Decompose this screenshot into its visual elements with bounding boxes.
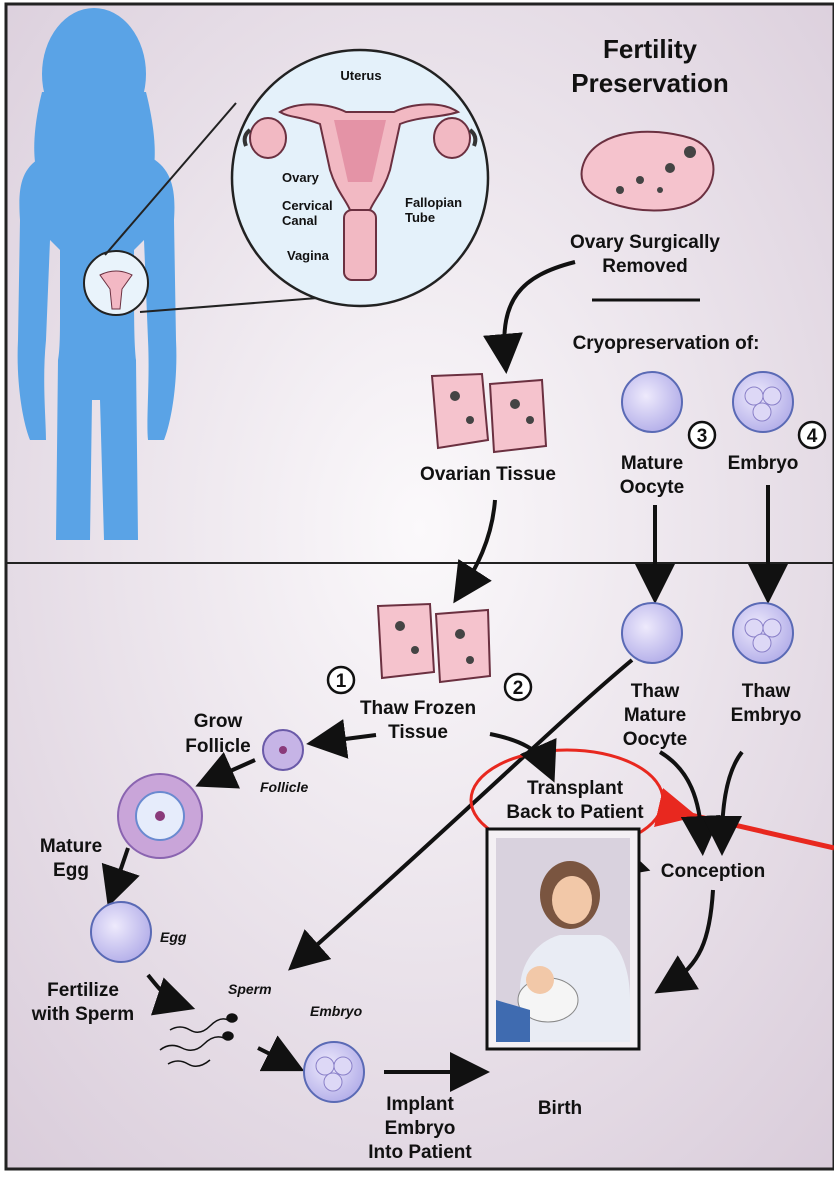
ovary-icon bbox=[582, 132, 714, 211]
implant-3: Into Patient bbox=[368, 1142, 472, 1163]
label-vagina: Vagina bbox=[287, 248, 330, 263]
thaw-embryo-2: Embryo bbox=[731, 705, 802, 726]
label-fallopian-1: Fallopian bbox=[405, 195, 462, 210]
fertilize-1: Fertilize bbox=[47, 980, 119, 1001]
fertilize-2: with Sperm bbox=[31, 1004, 134, 1025]
thaw-oocyte-2: Mature bbox=[624, 705, 686, 726]
thaw-tissue-1: Thaw Frozen bbox=[360, 698, 476, 719]
step-1: 1 bbox=[336, 671, 347, 692]
cryo-heading: Cryopreservation of: bbox=[573, 333, 760, 354]
embryo-top-label: Embryo bbox=[728, 453, 799, 474]
birth-illustration bbox=[487, 829, 639, 1049]
step-4: 4 bbox=[807, 426, 818, 447]
transplant-1: Transplant bbox=[527, 778, 624, 799]
mature-oocyte-icon bbox=[622, 372, 682, 432]
ovarian-tissue-label: Ovarian Tissue bbox=[420, 464, 556, 485]
label-uterus: Uterus bbox=[340, 68, 381, 83]
grow-follicle-1: Grow bbox=[194, 711, 243, 732]
embryo-icon bbox=[733, 372, 793, 432]
thawed-oocyte-icon bbox=[622, 603, 682, 663]
egg-icon bbox=[91, 902, 151, 962]
label-cervical-1: Cervical bbox=[282, 198, 333, 213]
implant-2: Embryo bbox=[385, 1118, 456, 1139]
label-cervical-2: Canal bbox=[282, 213, 317, 228]
follicle-label: Follicle bbox=[260, 779, 308, 795]
mature-egg-2: Egg bbox=[53, 860, 89, 881]
ovary-removed-2: Removed bbox=[602, 256, 688, 277]
mature-egg-1: Mature bbox=[40, 836, 102, 857]
step-3: 3 bbox=[697, 426, 708, 447]
ovary-removed-1: Ovary Surgically bbox=[570, 232, 720, 253]
sperm-label: Sperm bbox=[228, 981, 272, 997]
conception-label: Conception bbox=[661, 861, 766, 882]
mature-oocyte-2: Oocyte bbox=[620, 477, 684, 498]
embryo-small-label: Embryo bbox=[310, 1003, 363, 1019]
thawed-embryo-icon bbox=[733, 603, 793, 663]
label-ovary: Ovary bbox=[282, 170, 320, 185]
thaw-tissue-2: Tissue bbox=[388, 722, 448, 743]
egg-label: Egg bbox=[160, 929, 187, 945]
mature-oocyte-1: Mature bbox=[621, 453, 683, 474]
grow-follicle-2: Follicle bbox=[185, 736, 250, 757]
transplant-2: Back to Patient bbox=[506, 802, 644, 823]
thaw-oocyte-3: Oocyte bbox=[623, 729, 687, 750]
title-line-2: Preservation bbox=[571, 68, 729, 98]
embryo-small-icon bbox=[304, 1042, 364, 1102]
step-2: 2 bbox=[513, 678, 524, 699]
birth-label: Birth bbox=[538, 1098, 582, 1119]
title-line-1: Fertility bbox=[603, 34, 697, 64]
thaw-oocyte-1: Thaw bbox=[631, 681, 680, 702]
implant-1: Implant bbox=[386, 1094, 454, 1115]
thaw-embryo-1: Thaw bbox=[742, 681, 791, 702]
label-fallopian-2: Tube bbox=[405, 210, 435, 225]
